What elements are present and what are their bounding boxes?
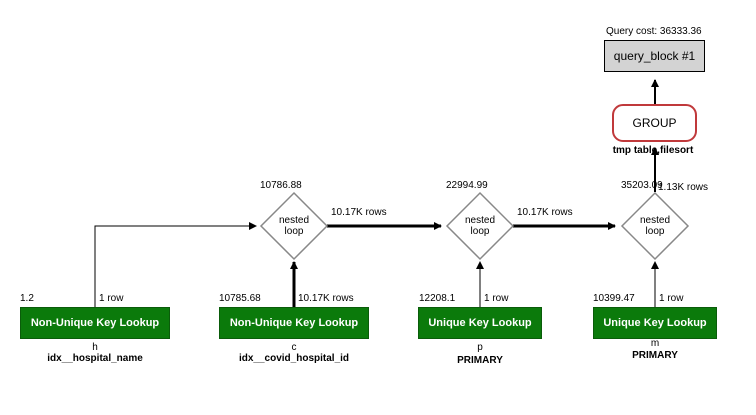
lookup-p-table: p [477,342,483,353]
flow-label-nl2-nl3: 10.17K rows [517,207,573,218]
lookup-m-key: PRIMARY [632,350,678,361]
lookup-c-cost: 10785.68 [219,293,261,304]
edge-h-to-nested-loop-1 [94,222,257,307]
lookup-c-key: idx__covid_hospital_id [238,353,350,364]
lookup-c-table: c [291,342,297,353]
nested-loop-1-line1: nested [278,215,310,226]
nested-loop-3-line1: nested [639,215,671,226]
nested-loop-2-cost: 22994.99 [446,180,488,191]
nested-loop-2-line2: loop [470,226,490,237]
flow-label-nl1-nl2: 10.17K rows [331,207,387,218]
lookup-p-rows: 1 row [484,293,509,304]
lookup-m-cost: 10399.47 [593,293,635,304]
lookup-h-cost: 1.2 [20,293,34,304]
nested-loop-1-label[interactable]: nested loop [279,215,309,237]
nested-loop-3-diamond [620,191,690,261]
query-cost-label: Query cost: 36333.36 [606,26,702,37]
nested-loop-1-diamond [259,191,329,261]
nested-loop-3-line2: loop [645,226,665,237]
nested-loop-3-label[interactable]: nested loop [640,215,670,237]
lookup-h-rows: 1 row [99,293,124,304]
lookup-m-table: m [650,338,660,349]
lookup-p-key: PRIMARY [457,355,503,366]
nested-loop-1-cost: 10786.88 [260,180,302,191]
lookup-p-cost: 12208.1 [419,293,456,304]
nested-loop-2-diamond [445,191,515,261]
lookup-h-key: idx__hospital_name [47,353,143,364]
lookup-h-table: h [92,342,98,353]
group-node[interactable]: GROUP [612,104,697,142]
lookup-p-node[interactable]: Unique Key Lookup [418,307,542,339]
nested-loop-1-line2: loop [284,226,304,237]
nested-loop-3-cost: 35203.09 [621,180,663,191]
lookup-m-rows: 1 row [659,293,684,304]
nested-loop-2-label[interactable]: nested loop [465,215,495,237]
lookup-c-node[interactable]: Non-Unique Key Lookup [219,307,369,339]
nested-loop-2-line1: nested [464,215,496,226]
lookup-h-node[interactable]: Non-Unique Key Lookup [20,307,170,339]
query-block-node[interactable]: query_block #1 [604,40,705,72]
flow-label-nl3-group: 1.13K rows [658,182,709,193]
group-note: tmp table,filesort [612,145,694,156]
lookup-m-node[interactable]: Unique Key Lookup [593,307,717,339]
lookup-c-rows: 10.17K rows [298,293,354,304]
